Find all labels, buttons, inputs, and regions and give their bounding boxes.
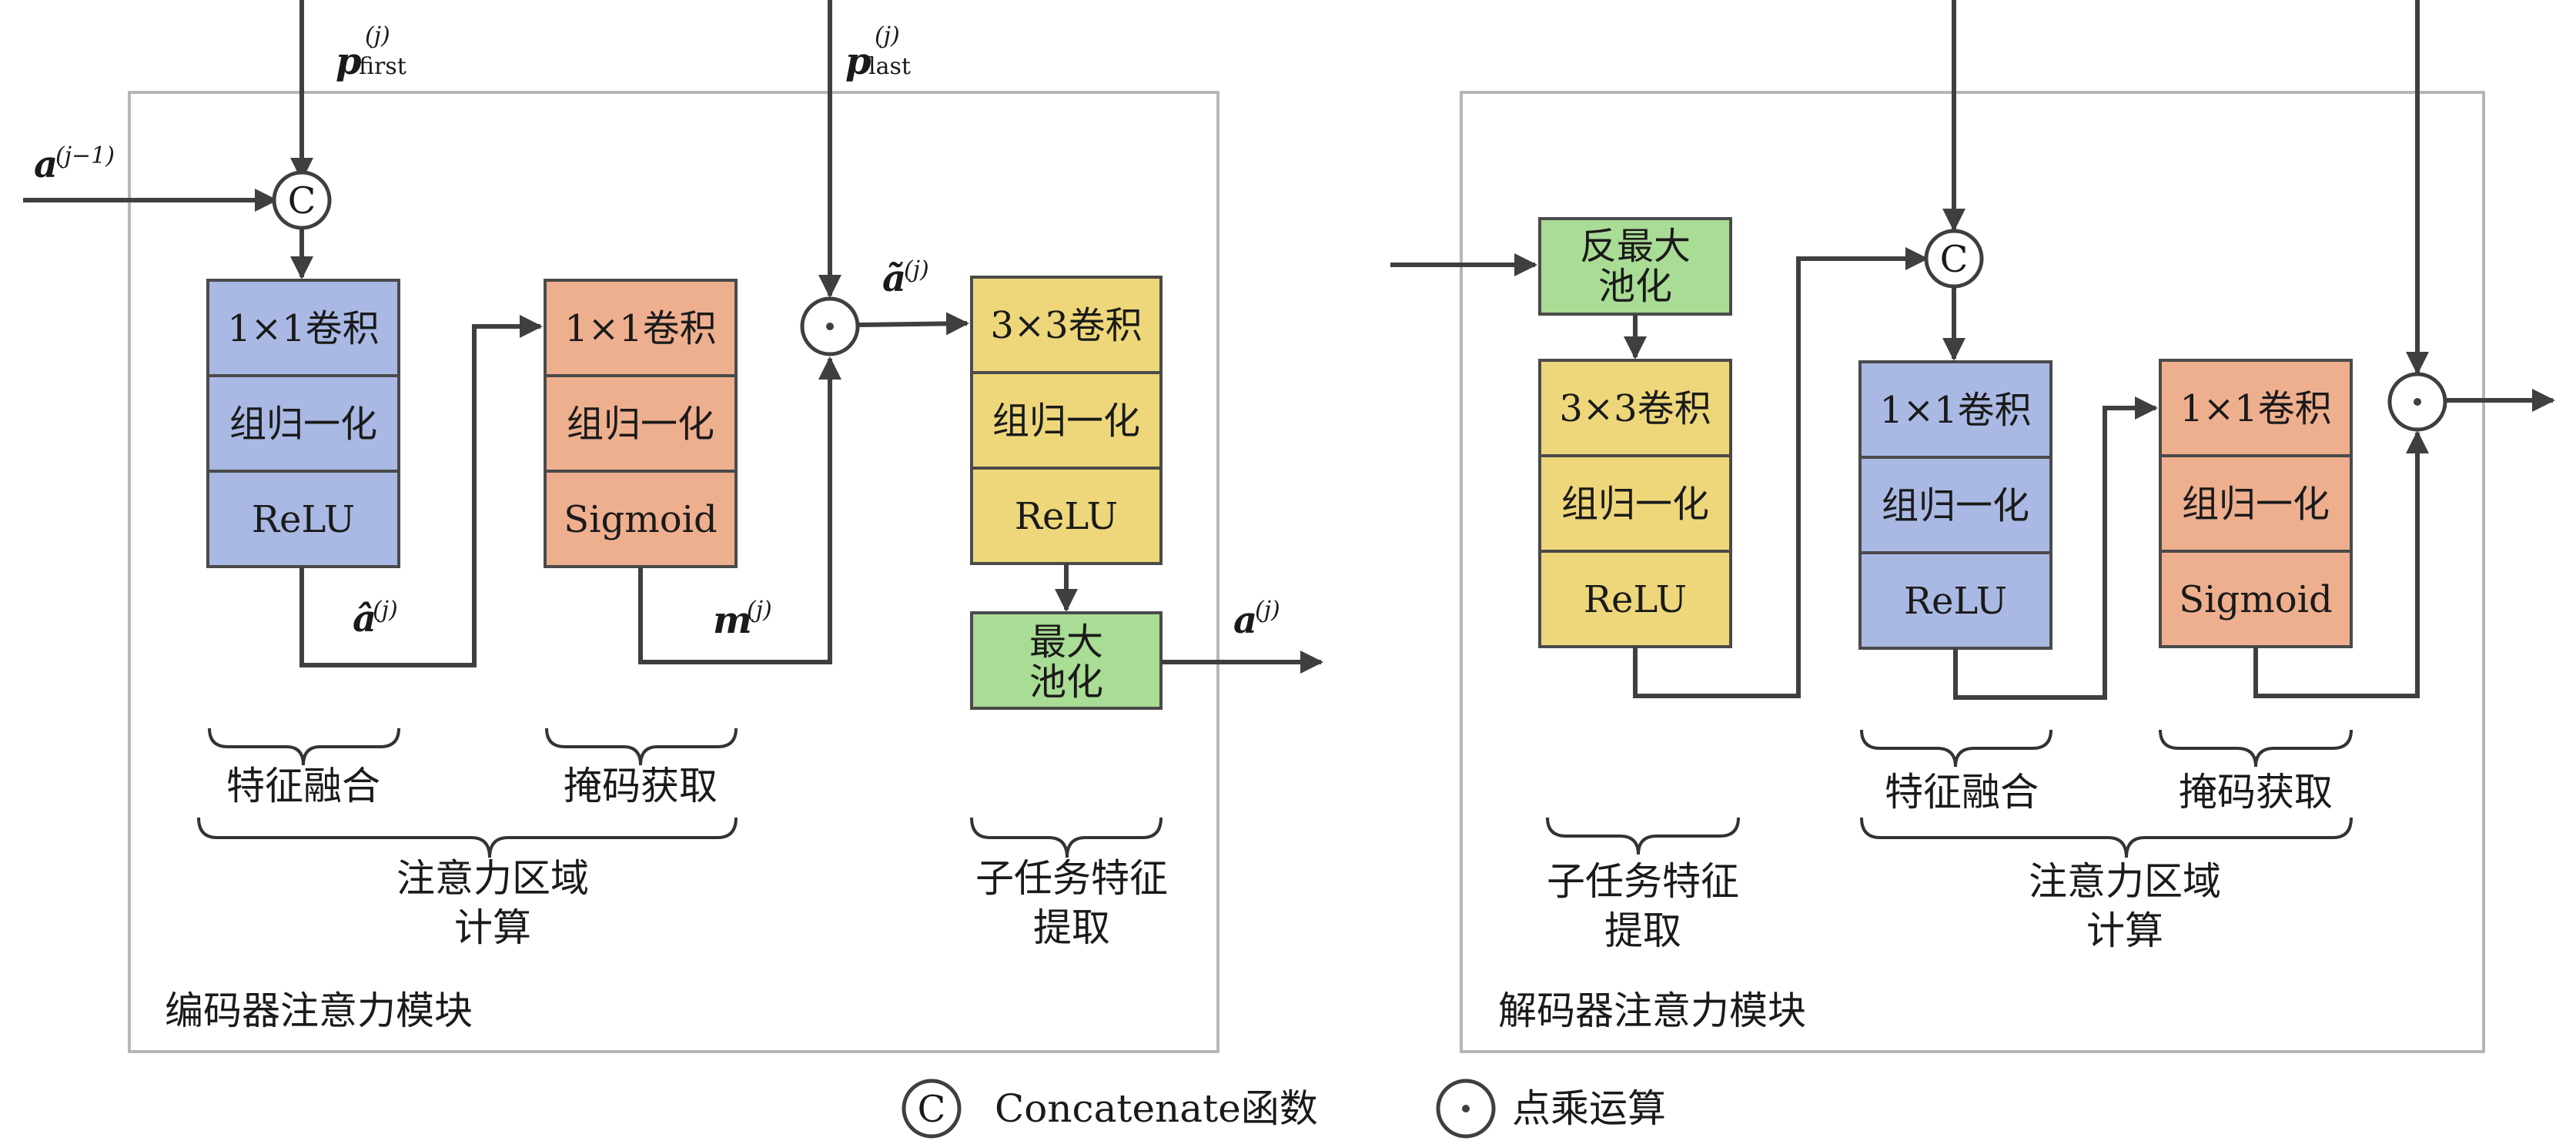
dec-subtask-to-concat-arrow [1633,247,1929,698]
svg-text:p: p [845,40,871,83]
svg-text:p: p [336,40,362,83]
svg-text:â: â [353,597,376,641]
enc-subtask-label-line1: 子任务特征 [975,856,1168,901]
dec-attention-label-line2: 计算 [2086,908,2163,953]
dec-fusion-to-mask-arrow [1953,396,2158,700]
enc-attention-label-line2: 计算 [454,905,531,950]
dec-unpool-line2: 池化 [1598,265,1672,308]
dec-subtask-act-label: ReLU [1584,578,1687,621]
decoder-feature-fusion-block: 1×1卷积 组归一化 ReLU [1858,360,2052,650]
multiply-to-subtask-arrow [857,312,969,336]
fusion-to-mask-arrow [299,315,543,667]
dec-attention-brace [1860,817,2353,858]
legend-concat-icon [902,1079,962,1139]
enc-fusion-norm-label: 组归一化 [229,403,377,446]
decoder-module-title: 解码器注意力模块 [1498,988,1806,1033]
enc-mask-brace-label: 掩码获取 [564,764,718,808]
svg-text:last: last [868,53,911,80]
a-tilde-label: ã (j) [882,256,929,300]
enc-attention-brace [197,817,738,858]
mask-to-multiply-arrow [638,356,841,664]
decoder-panel-frame [1460,91,2485,1053]
svg-text:(j): (j) [875,22,900,49]
enc-mask-brace [545,728,738,766]
dec-fusion-brace [1860,729,2052,768]
enc-mask-conv-label: 1×1卷积 [564,307,716,350]
dec-fusion-norm-label: 组归一化 [1882,484,2029,527]
encoder-multiply-dot [826,323,834,330]
dec-mask-brace [2159,729,2353,768]
legend-concat-symbol: C [918,1088,946,1131]
svg-text:a: a [1233,599,1257,642]
a-out-label: a (j) [1233,597,1280,642]
decoder-concat-symbol: C [1940,238,1969,281]
dec-subtask-norm-label: 组归一化 [1561,483,1709,526]
encoder-feature-fusion-block: 1×1卷积 组归一化 ReLU [206,279,400,568]
svg-text:(j): (j) [904,256,929,283]
dec-unpool-line1: 反最大 [1580,225,1691,268]
encoder-panel-frame [128,91,1219,1053]
dec-mask-conv-label: 1×1卷积 [2180,387,2331,430]
svg-text:(j): (j) [365,22,390,49]
legend-concat-label: Concatenate函数 [995,1086,1318,1131]
legend-multiply-dot [1462,1105,1470,1112]
enc-mask-norm-label: 组归一化 [567,403,714,446]
svg-text:(j): (j) [747,597,772,624]
encoder-mask-block: 1×1卷积 组归一化 Sigmoid [544,279,738,568]
enc-fusion-brace [208,728,400,766]
svg-text:m: m [713,599,752,642]
enc-subtask-brace [970,817,1163,858]
enc-subtask-conv-label: 3×3卷积 [990,304,1142,347]
a-hat-label: â (j) [353,597,398,641]
encoder-module-title: 编码器注意力模块 [165,988,473,1033]
decoder-subtask-block: 3×3卷积 组归一化 ReLU [1538,359,1732,648]
enc-attention-label-line1: 注意力区域 [396,856,589,901]
dec-mask-to-multiply-arrow [2253,430,2429,698]
svg-text:ã: ã [882,257,906,300]
legend-multiply-label: 点乘运算 [1512,1086,1666,1131]
a-prev-label: a (j−1) [34,142,115,186]
dec-fusion-act-label: ReLU [1904,580,2007,623]
m-label: m (j) [713,597,772,642]
dec-subtask-conv-label: 3×3卷积 [1559,387,1711,430]
dec-subtask-brace [1546,817,1740,855]
encoder-max-pool-block: 最大 池化 [970,611,1163,710]
legend: C Concatenate函数 点乘运算 [902,1079,1666,1139]
svg-text:a: a [34,143,58,186]
svg-text:(j): (j) [373,597,398,624]
enc-pool-line1: 最大 [1029,621,1103,664]
decoder-unpool-block: 反最大 池化 [1538,217,1732,316]
dec-mask-act-label: Sigmoid [2179,578,2332,621]
enc-fusion-act-label: ReLU [252,498,355,541]
dec-subtask-label-line2: 提取 [1604,908,1681,953]
svg-text:(j−1): (j−1) [55,142,115,169]
enc-subtask-norm-label: 组归一化 [992,400,1140,443]
dec-fusion-conv-label: 1×1卷积 [1879,389,2031,432]
encoder-concat-symbol: C [288,179,316,222]
p-last-label: p (j) last [845,22,911,83]
p-first-label: p (j) first [336,22,406,83]
decoder-mask-block: 1×1卷积 组归一化 Sigmoid [2159,359,2353,648]
encoder-subtask-block: 3×3卷积 组归一化 ReLU [970,276,1163,565]
enc-subtask-label-line2: 提取 [1033,905,1110,950]
decoder-multiply-dot [2414,398,2421,406]
enc-subtask-act-label: ReLU [1015,495,1118,538]
enc-fusion-conv-label: 1×1卷积 [227,307,379,350]
dec-attention-label-line1: 注意力区域 [2029,859,2221,904]
dec-mask-norm-label: 组归一化 [2182,483,2330,526]
dec-subtask-label-line1: 子任务特征 [1547,859,1739,904]
enc-mask-act-label: Sigmoid [564,498,717,541]
dec-mask-brace-label: 掩码获取 [2179,770,2333,815]
svg-text:first: first [359,53,406,80]
dec-fusion-brace-label: 特征融合 [1885,770,2039,815]
enc-fusion-brace-label: 特征融合 [226,764,380,808]
svg-text:(j): (j) [1255,597,1280,624]
enc-pool-line2: 池化 [1029,661,1103,704]
